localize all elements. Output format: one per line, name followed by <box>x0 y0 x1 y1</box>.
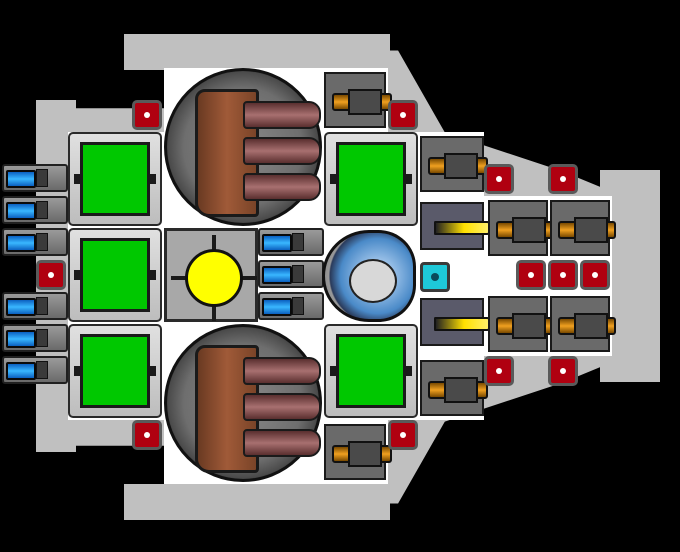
red-block <box>548 164 578 194</box>
cannon-turret <box>488 200 554 256</box>
red-block <box>132 100 162 130</box>
thruster-icon <box>2 356 68 384</box>
red-block <box>548 356 578 386</box>
red-block <box>484 356 514 386</box>
red-block <box>548 260 578 290</box>
laser-turret <box>420 298 494 346</box>
red-block <box>36 260 66 290</box>
thruster-icon <box>258 260 324 288</box>
red-block <box>132 420 162 450</box>
red-block <box>388 420 418 450</box>
red-block <box>388 100 418 130</box>
red-block <box>484 164 514 194</box>
battery-block <box>68 132 162 226</box>
gyroscope-block <box>164 228 258 322</box>
thruster-icon <box>2 228 68 256</box>
bridge-cockpit <box>322 230 416 322</box>
thruster-icon <box>2 196 68 224</box>
cannon-turret <box>488 296 554 352</box>
battery-block <box>68 228 162 322</box>
reactor-block <box>164 324 322 482</box>
cannon-turret <box>550 200 616 256</box>
thruster-icon <box>2 324 68 352</box>
hull-armor-top <box>124 34 390 70</box>
laser-turret <box>420 202 494 250</box>
battery-block <box>324 324 418 418</box>
thruster-icon <box>2 292 68 320</box>
hull-armor-bottom <box>124 484 390 520</box>
cannon-turret <box>420 360 488 416</box>
red-block <box>516 260 546 290</box>
red-block <box>580 260 610 290</box>
battery-block <box>68 324 162 418</box>
thruster-icon <box>2 164 68 192</box>
battery-block <box>324 132 418 226</box>
sensor-block <box>420 262 450 292</box>
reactor-block <box>164 68 322 226</box>
cannon-turret <box>550 296 616 352</box>
cannon-turret <box>324 424 392 480</box>
cannon-turret <box>324 72 392 128</box>
thruster-icon <box>258 292 324 320</box>
thruster-icon <box>258 228 324 256</box>
cannon-turret <box>420 136 488 192</box>
